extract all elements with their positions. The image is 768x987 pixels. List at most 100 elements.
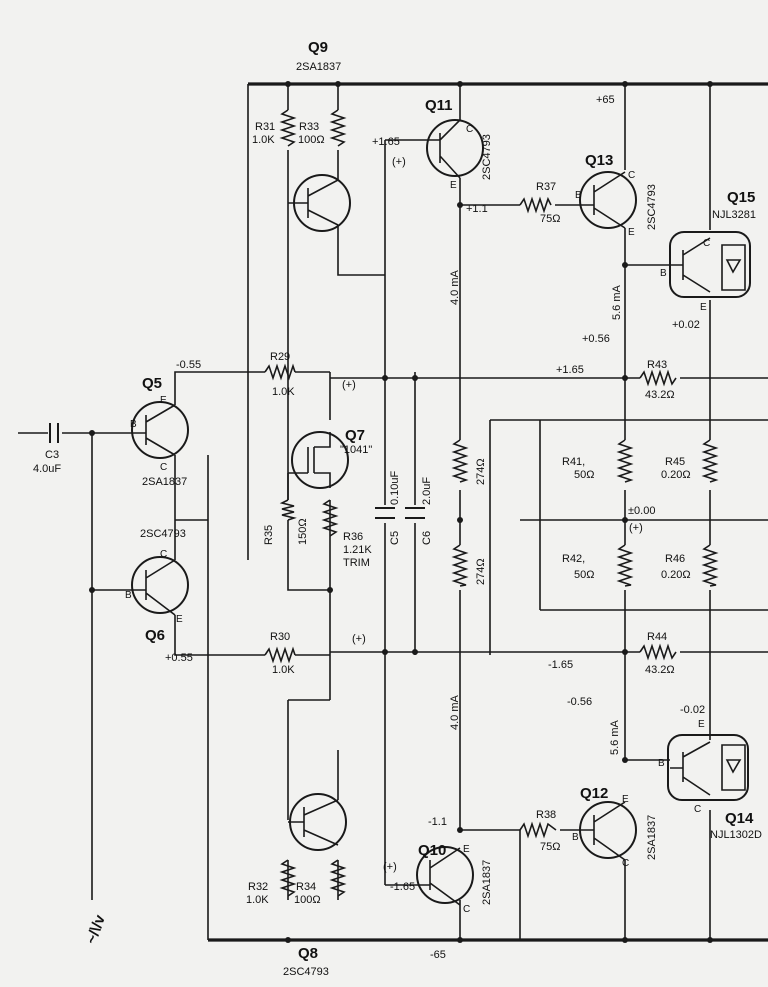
resistor-r35 [279,499,297,521]
r44-label: R44 [647,631,667,643]
zero-plus: (+) [629,522,643,534]
q14-pin-c: C [694,804,701,815]
q12-pin-b: B [572,832,579,843]
r31-label: R31 [255,121,275,133]
capacitor-c3 [49,423,59,443]
r36-label: R36 [343,531,363,543]
q13-pin-e: E [628,227,635,238]
q12-pin-c: C [622,858,629,869]
capacitor-c6 [405,507,425,519]
v-minus056: -0.56 [567,696,592,708]
r45-value: 0.20Ω [661,469,691,481]
c5-value: 0.10uF [389,470,401,505]
r33-value: 100Ω [298,134,325,146]
resistor-r43 [639,369,677,387]
v-plus65: +65 [596,94,615,106]
resistor-r36 [321,499,339,537]
current-56ma-top: 5.6 mA [611,284,623,320]
plus-bottom: (+) [352,633,366,645]
q7-part: "1041" [340,444,372,456]
q10-pin-e: E [463,844,470,855]
rail-wires [18,82,768,942]
junction-dots [89,81,713,943]
v-zero: ±0.00 [628,505,655,517]
transistor-q11 [426,119,484,179]
current-4ma-top: 4.0 mA [449,269,461,305]
q13-pin-b: B [575,190,582,201]
q13-name: Q13 [585,152,613,169]
resistor-r29 [264,363,296,381]
resistor-274a [451,439,469,483]
q13-pin-c: C [628,170,635,181]
r46-value: 0.20Ω [661,569,691,581]
q10-pin-c: C [463,904,470,915]
q9-name: Q9 [308,39,328,56]
r35-value: 150Ω [297,518,309,545]
q5-pin-e: E [160,395,167,406]
transistor-q6 [131,556,189,616]
resistor-r45 [701,439,719,483]
r34-label: R34 [296,881,316,893]
resistor-r32 [279,859,297,897]
v-minus165: -1.65 [548,659,573,671]
q6-part: 2SC4793 [140,528,186,540]
r32-value: 1.0K [246,894,269,906]
capacitors [49,423,425,519]
resistor-r41 [616,439,634,483]
v-plus056: +0.56 [582,333,610,345]
transistors [131,119,751,906]
v-minus002: -0.02 [680,704,705,716]
q10-part: 2SA1837 [481,860,493,905]
plus-top: (+) [342,379,356,391]
r37-value: 75Ω [540,213,560,225]
resistor-r30 [264,646,296,664]
q14-name: Q14 [725,810,754,827]
c3-label: C3 [45,449,59,461]
q11-base-v: +1.65 [372,136,400,148]
q10-name: Q10 [418,842,446,859]
q15-pin-c: C [703,238,710,249]
q6-pin-c: C [160,549,167,560]
q11-pin-c: C [466,124,473,135]
r38-value: 75Ω [540,841,560,853]
c5-label: C5 [389,531,401,545]
v-minus11: -1.1 [428,816,447,828]
r41-label: R41, [562,456,585,468]
resistor-274b [451,544,469,587]
resistor-r38 [519,821,557,839]
resistor-r42 [616,544,634,587]
v-plus165: +1.65 [556,364,584,376]
r44-value: 43.2Ω [645,664,675,676]
capacitor-c5 [375,507,395,519]
v-plus055: +0.55 [165,652,193,664]
q15-name: Q15 [727,189,755,206]
transistor-q15 [669,231,751,298]
current-56ma-bottom: 5.6 mA [609,719,621,755]
transistor-q9 [288,174,351,232]
q11-emit-v: +1.1 [466,203,488,215]
transistor-q12 [579,801,637,861]
q11-plus: (+) [392,156,406,168]
r36-value: 1.21K [343,544,372,556]
q6-pin-e: E [176,614,183,625]
q14-pin-b: B [658,758,665,769]
c6-value: 2.0uF [421,477,433,505]
resistor-r44 [639,643,677,661]
q14-pin-e: E [698,719,705,730]
transistor-q13 [579,171,637,229]
q11-pin-e: E [450,180,457,191]
r30-value: 1.0K [272,664,295,676]
r31-value: 1.0K [252,134,275,146]
v-minus65: -65 [430,949,446,961]
r29-label: R29 [270,351,290,363]
q12-part: 2SA1837 [646,815,658,860]
v-minus055: -0.55 [176,359,201,371]
c6-label: C6 [421,531,433,545]
q5-pin-b: B [130,419,137,430]
r42-label: R42, [562,553,585,565]
r36-note: TRIM [343,557,370,569]
q15-pin-b: B [660,268,667,279]
r42-value: 50Ω [574,569,594,581]
r30-label: R30 [270,631,290,643]
